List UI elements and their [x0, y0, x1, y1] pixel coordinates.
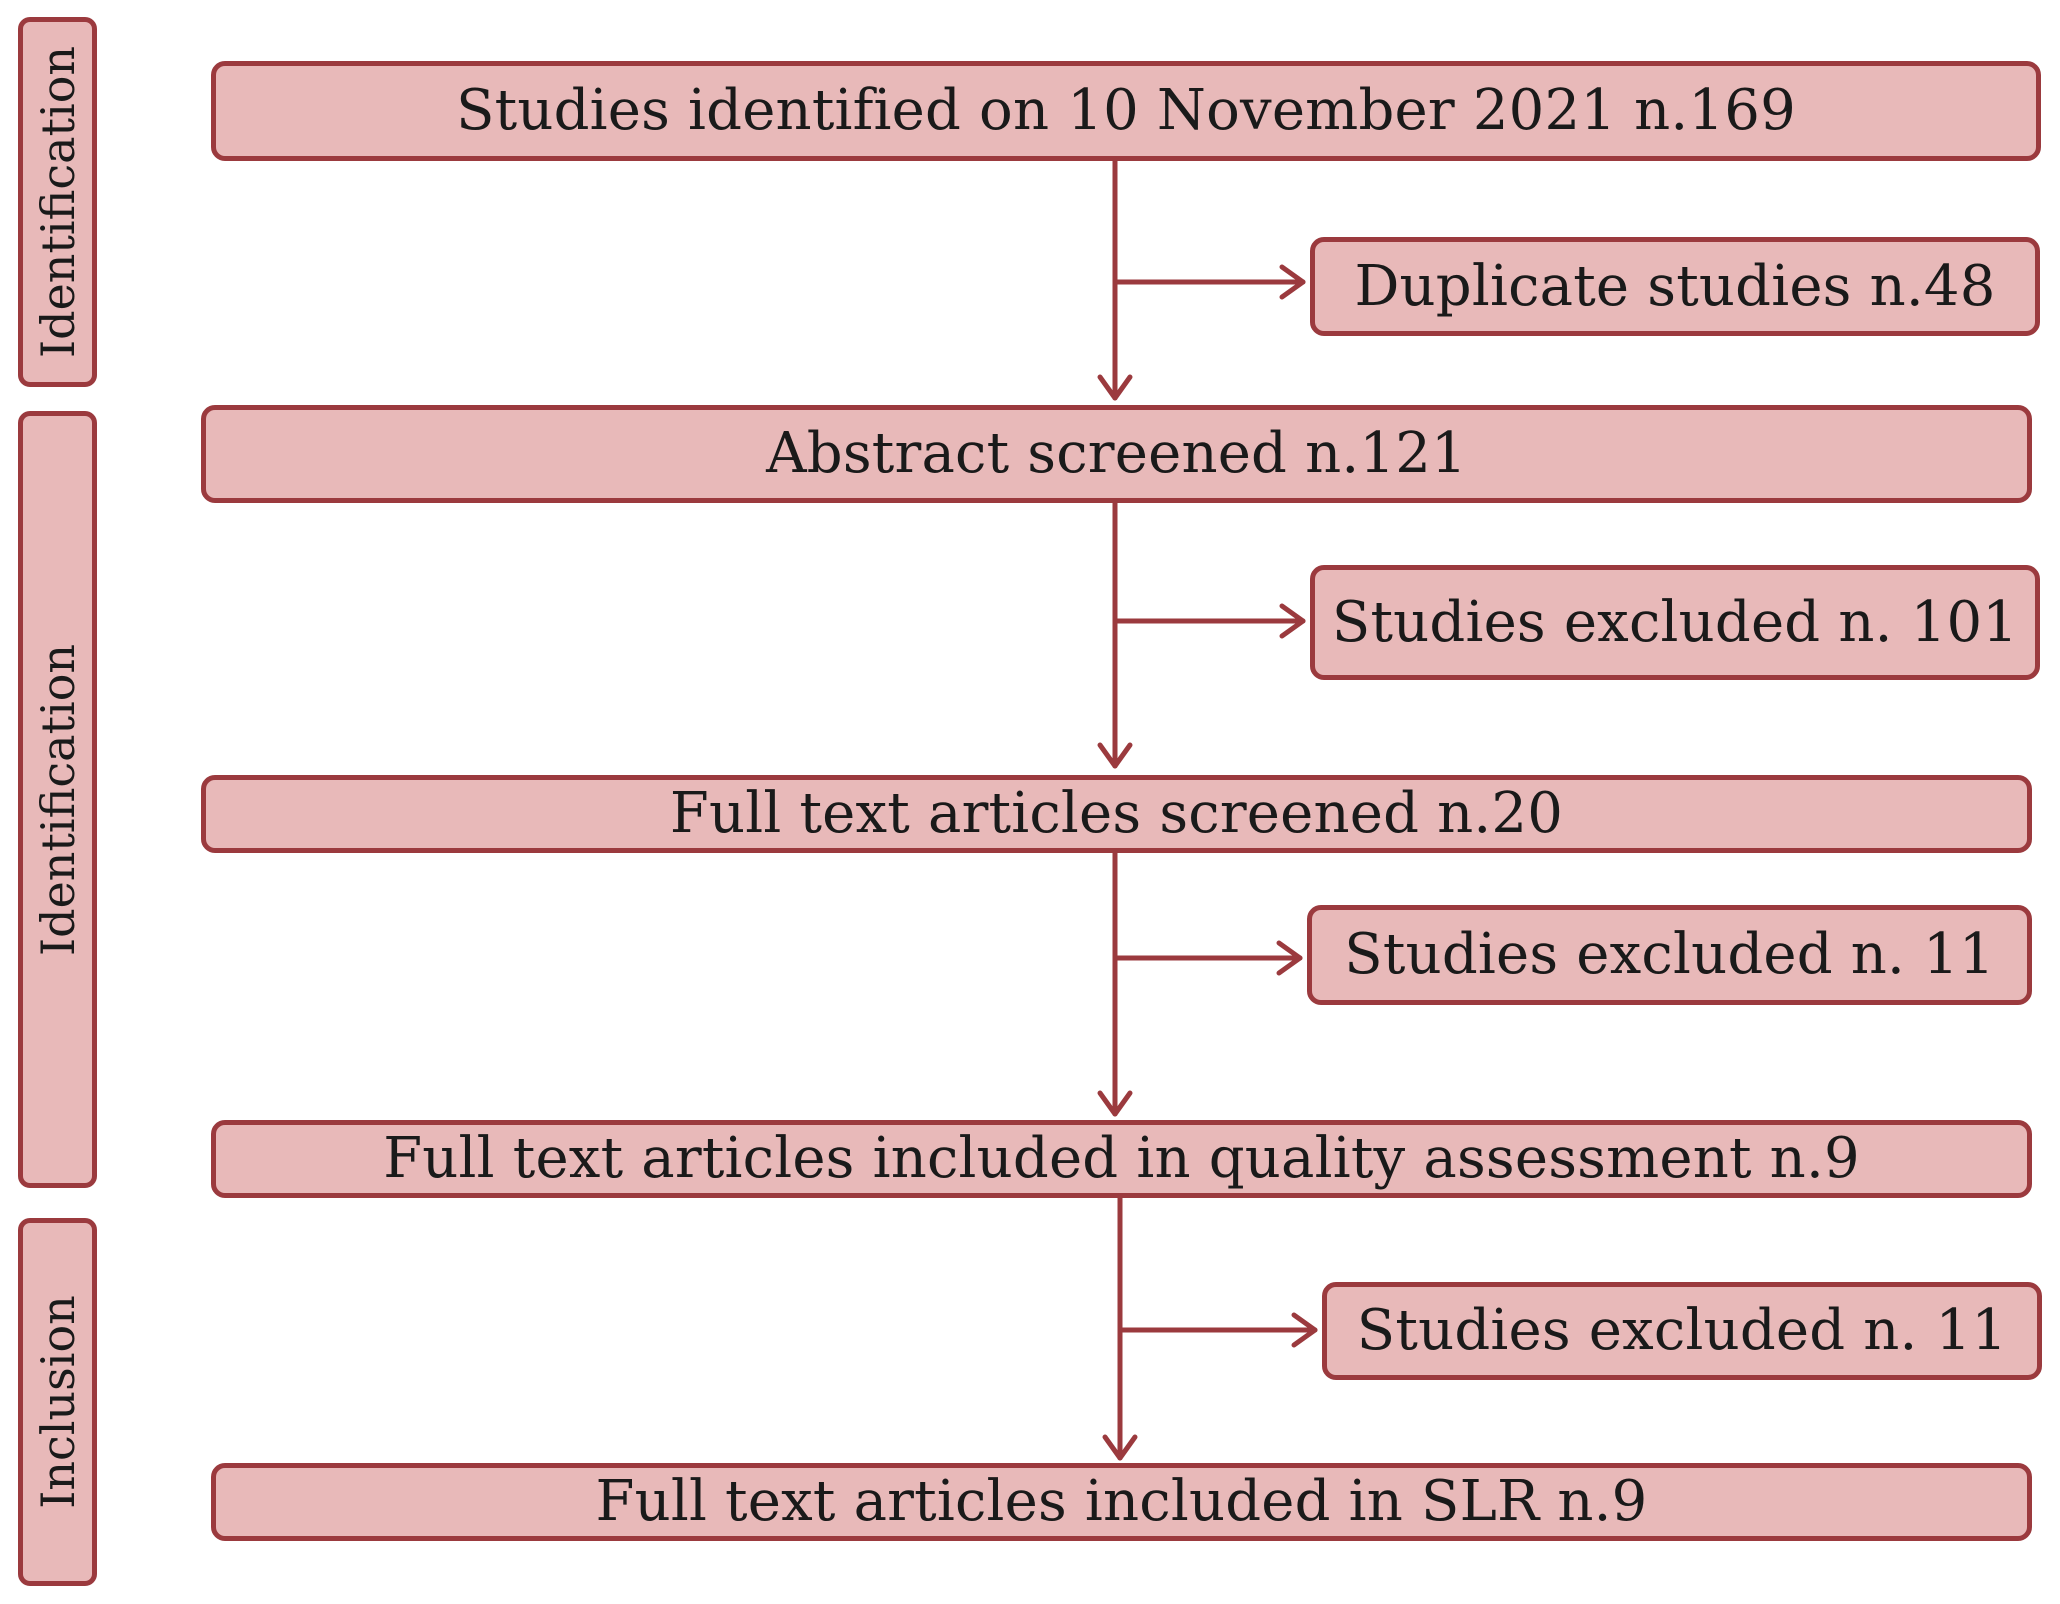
stage-identification-1: Identification [18, 17, 97, 387]
main-step-text: Studies identified on 10 November 2021 n… [456, 78, 1796, 143]
exclusion-arrowhead-1 [1279, 264, 1306, 300]
flow-arrowhead-2 [1097, 742, 1133, 769]
exclusion-text: Studies excluded n. 101 [1331, 589, 2019, 655]
exclusion-text: Studies excluded n. 11 [1356, 1298, 2008, 1363]
exclusion-abstract-stage: Studies excluded n. 101 [1310, 565, 2040, 680]
main-step-quality-assessment: Full text articles included in quality a… [211, 1120, 2032, 1198]
exclusion-text: Duplicate studies n.48 [1354, 253, 1996, 319]
main-step-identified: Studies identified on 10 November 2021 n… [211, 61, 2041, 161]
exclusion-quality-stage: Studies excluded n. 11 [1322, 1282, 2042, 1380]
stage-inclusion: Inclusion [18, 1218, 97, 1586]
main-step-text: Full text articles included in SLR n.9 [595, 1469, 1648, 1534]
exclusion-full-text-stage: Studies excluded n. 11 [1307, 905, 2032, 1005]
main-step-text: Abstract screened n.121 [766, 421, 1467, 486]
flow-arrowhead-1 [1097, 374, 1133, 401]
flow-arrowhead-3 [1097, 1090, 1133, 1117]
exclusion-arrowhead-2 [1279, 603, 1306, 639]
stage-label: Inclusion [30, 1295, 85, 1509]
exclusion-arrowhead-4 [1291, 1312, 1318, 1348]
main-step-full-text-screened: Full text articles screened n.20 [201, 775, 2032, 853]
stage-identification-2: Identification [18, 411, 97, 1188]
main-step-text: Full text articles screened n.20 [669, 781, 1564, 846]
main-step-included-slr: Full text articles included in SLR n.9 [211, 1463, 2032, 1541]
main-step-text: Full text articles included in quality a… [383, 1126, 1860, 1191]
flow-arrowhead-4 [1102, 1434, 1138, 1461]
main-step-abstract-screened: Abstract screened n.121 [201, 405, 2032, 503]
exclusion-arrowhead-3 [1276, 940, 1303, 976]
stage-label: Identification [30, 45, 85, 359]
stage-label: Identification [30, 643, 85, 956]
exclusion-duplicates: Duplicate studies n.48 [1310, 237, 2040, 336]
exclusion-text: Studies excluded n. 11 [1344, 922, 1995, 987]
